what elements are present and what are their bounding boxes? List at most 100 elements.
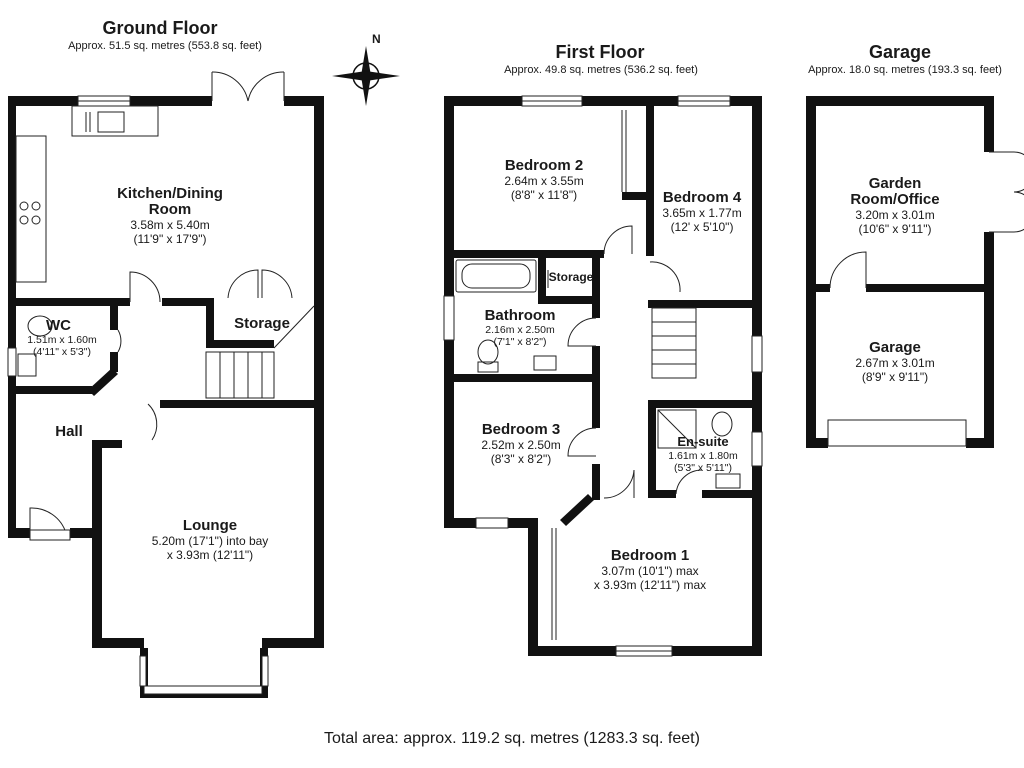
wall — [592, 464, 600, 500]
room-garden-room-office: Garden Room/Office 3.20m x 3.01m (10'6" … — [820, 175, 970, 237]
wall — [646, 106, 654, 256]
garage-plan — [806, 96, 994, 448]
room-dimensions-imperial: (8'8" x 11'8") — [510, 188, 578, 202]
first-floor-plan — [444, 96, 762, 656]
room-dimensions: 2.64m x 3.55m — [504, 174, 584, 188]
wall — [110, 306, 118, 330]
wall — [582, 96, 678, 106]
wall — [560, 494, 594, 526]
wall — [648, 300, 752, 308]
room-en-suite: En-suite 1.61m x 1.80m (5'3" x 5'11") — [656, 434, 750, 474]
wall — [730, 96, 762, 106]
room-name: Bedroom 3 — [481, 421, 561, 438]
wall — [70, 528, 98, 538]
room-dimensions: 2.67m x 3.01m — [855, 356, 935, 370]
room-wc: WC 1.51m x 1.60m (4'11" x 5'3") — [16, 317, 108, 359]
wall — [8, 96, 78, 106]
room-dimensions-imperial: x 3.93m (12'11") — [166, 548, 254, 562]
wall — [592, 304, 600, 318]
room-kitchen-dining: Kitchen/Dining Room 3.58m x 5.40m (11'9"… — [60, 185, 280, 247]
room-name: WC — [46, 317, 71, 334]
wall — [8, 528, 30, 538]
wall — [984, 96, 994, 152]
ground-floor-details — [7, 71, 315, 695]
room-name: Bedroom 1 — [610, 547, 690, 564]
wall — [206, 298, 214, 346]
room-dimensions-imperial: (10'6" x 9'11") — [858, 222, 932, 236]
wall — [16, 298, 130, 306]
wall — [702, 490, 752, 498]
wall — [162, 298, 212, 306]
room-dimensions-imperial: (5'3" x 5'11") — [674, 462, 732, 474]
garage-floor-area: Approx. 18.0 sq. metres (193.3 sq. feet) — [808, 64, 1002, 76]
wall — [806, 96, 994, 106]
wall — [648, 400, 752, 408]
wall — [592, 346, 600, 376]
wall — [160, 400, 322, 408]
room-name: Lounge — [182, 517, 238, 534]
room-name: Bedroom 2 — [504, 157, 584, 174]
room-name: Room/Office — [850, 191, 940, 208]
first-floor-area: Approx. 49.8 sq. metres (536.2 sq. feet) — [504, 64, 698, 76]
room-storage-ground: Storage — [234, 315, 290, 332]
first-floor-details — [443, 95, 763, 657]
room-dimensions: 2.16m x 2.50m — [485, 324, 555, 336]
compass-rose — [332, 46, 400, 106]
room-dimensions: 3.07m (10'1") max — [601, 564, 699, 578]
room-dimensions-imperial: (4'11" x 5'3") — [33, 346, 91, 358]
garage-floor-title: Garage — [868, 42, 932, 62]
wall — [92, 440, 122, 448]
room-name: Garden — [868, 175, 922, 192]
room-dimensions: 3.58m x 5.40m — [130, 218, 210, 232]
garage-details — [827, 151, 1024, 447]
room-dimensions: 1.61m x 1.80m — [668, 450, 738, 462]
wall — [284, 96, 320, 106]
wall — [206, 340, 274, 348]
wall — [672, 646, 762, 656]
wall — [92, 448, 102, 646]
room-dimensions: 2.52m x 2.50m — [481, 438, 561, 452]
wall — [454, 374, 600, 382]
wall — [444, 96, 522, 106]
wall — [88, 368, 118, 396]
compass-north-label: N — [372, 32, 381, 46]
wall — [8, 96, 16, 536]
wall — [752, 96, 762, 656]
wall — [538, 296, 600, 304]
wall — [648, 400, 656, 496]
wall — [16, 386, 92, 394]
total-area: Total area: approx. 119.2 sq. metres (12… — [324, 730, 700, 747]
room-dimensions: 1.51m x 1.60m — [27, 334, 97, 346]
wall — [528, 518, 538, 656]
room-dimensions: 3.65m x 1.77m — [662, 206, 742, 220]
wall — [528, 646, 616, 656]
room-name: Bathroom — [484, 307, 556, 324]
room-storage-first: Storage — [548, 270, 594, 284]
first-floor-title: First Floor — [555, 42, 645, 62]
wall — [508, 518, 538, 528]
wall — [806, 438, 828, 448]
room-garage: Garage 2.67m x 3.01m (8'9" x 9'11") — [820, 340, 970, 385]
room-dimensions-imperial: (11'9" x 17'9") — [133, 232, 207, 246]
room-dimensions-imperial: x 3.93m (12'11") max — [593, 578, 707, 592]
room-bedroom-2: Bedroom 2 2.64m x 3.55m (8'8" x 11'8") — [474, 157, 614, 203]
room-dimensions: 3.20m x 3.01m — [855, 208, 935, 222]
wall — [592, 382, 600, 428]
wall — [648, 490, 676, 498]
wall — [966, 438, 994, 448]
room-name: Bedroom 4 — [662, 189, 742, 206]
room-name: En-suite — [677, 434, 729, 449]
room-hall: Hall — [55, 423, 83, 440]
room-bedroom-4: Bedroom 4 3.65m x 1.77m (12' x 5'10") — [654, 189, 750, 235]
room-dimensions: 5.20m (17'1") into bay — [151, 534, 269, 548]
wall — [866, 284, 984, 292]
wall — [592, 258, 600, 302]
wall — [538, 258, 546, 302]
wall — [984, 232, 994, 446]
room-dimensions-imperial: (8'9" x 9'11") — [861, 370, 929, 384]
wall — [110, 352, 118, 372]
room-name: Kitchen/Dining — [117, 185, 223, 202]
ground-floor-title: Ground Floor — [102, 18, 218, 38]
wall — [816, 284, 830, 292]
